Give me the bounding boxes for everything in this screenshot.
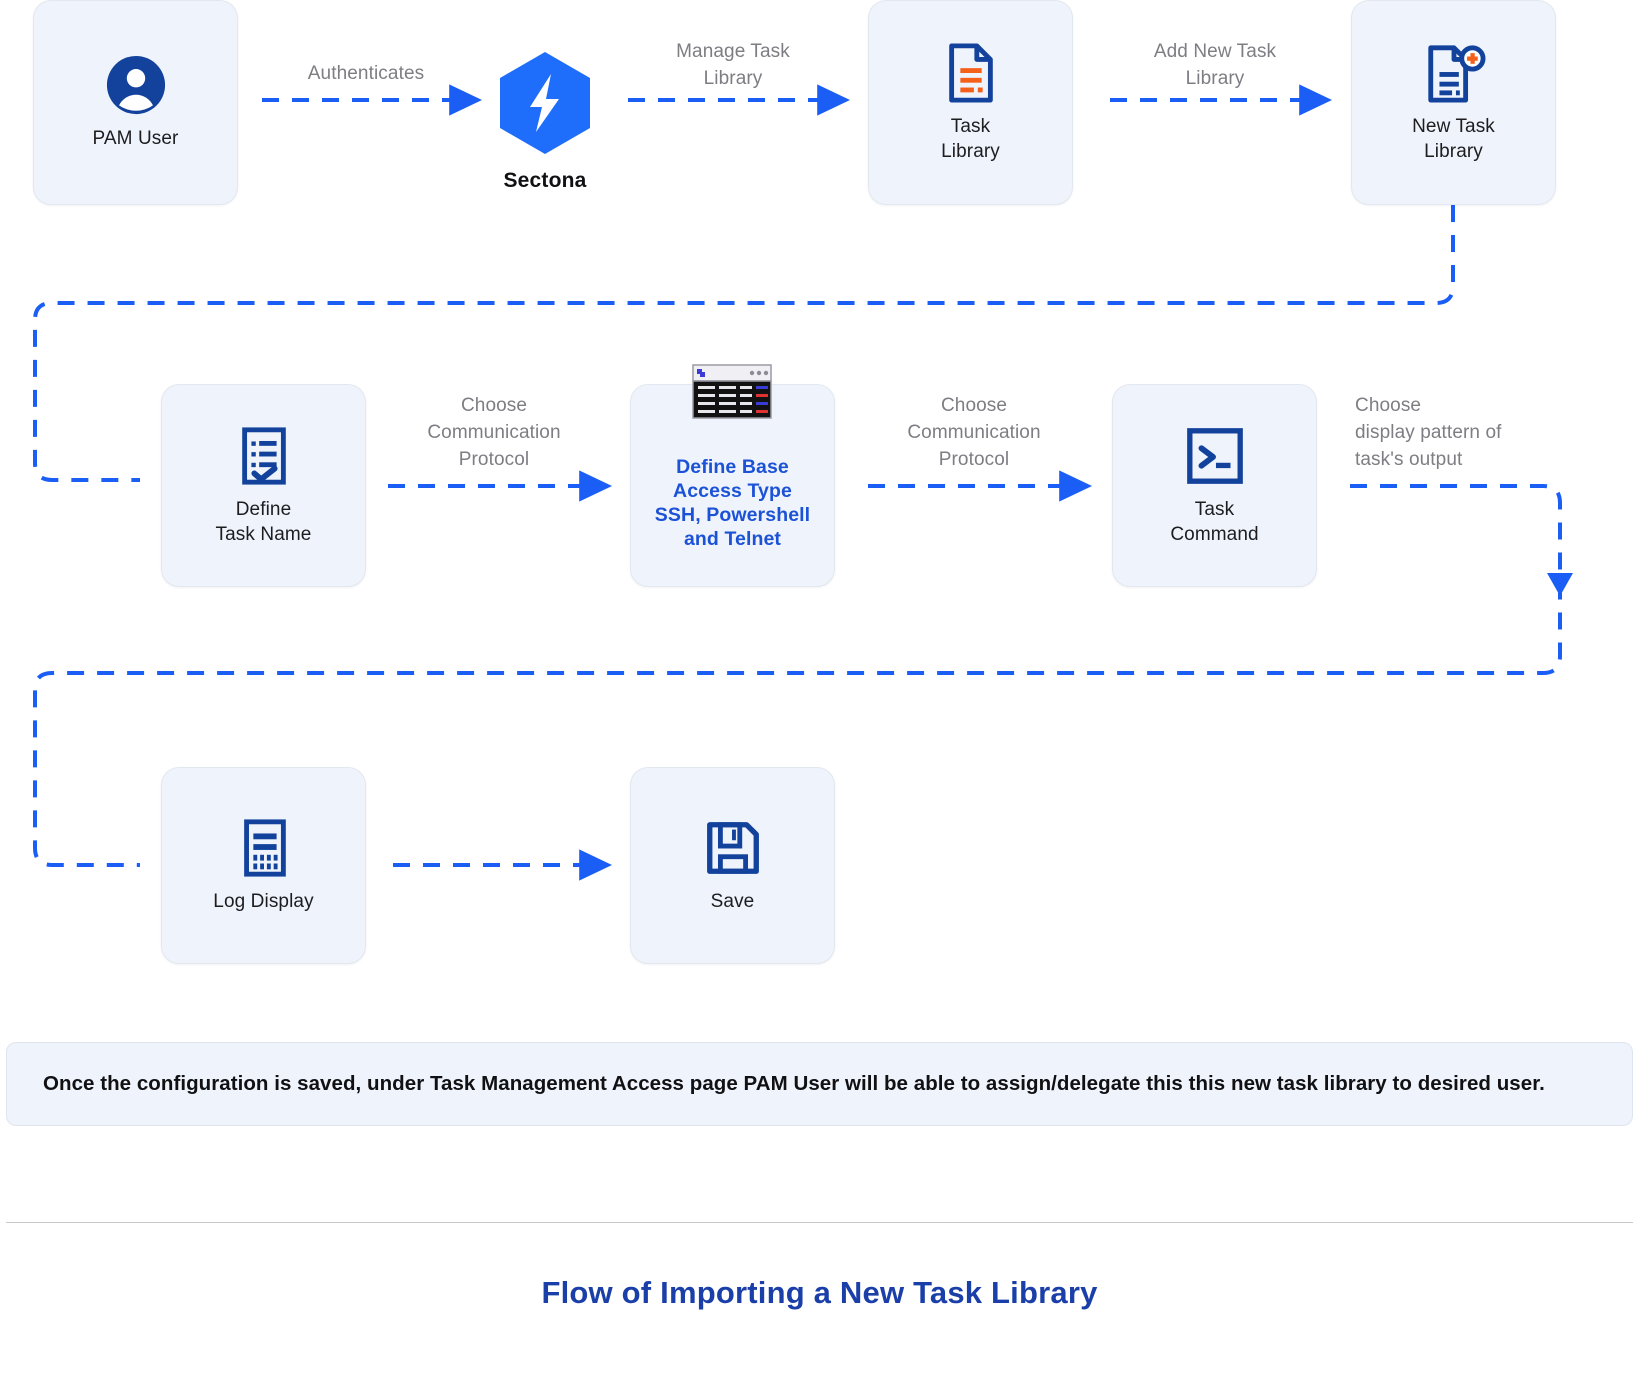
node-define-base-access-type[interactable]: Define Base Access Type SSH, Powershell … — [630, 384, 835, 587]
node-label: Task Command — [1170, 498, 1259, 545]
note-banner: Once the configuration is saved, under T… — [6, 1042, 1633, 1126]
sectona-logo: Sectona — [484, 50, 606, 193]
arrowhead-row2-down — [1547, 573, 1573, 596]
node-label: Define Base Access Type SSH, Powershell … — [654, 455, 811, 550]
edge-label-manage-task-library: Manage Task Library — [676, 41, 790, 89]
node-label: New Task Library — [1412, 115, 1495, 162]
edge-label-choose-protocol-2: Choose Communication Protocol — [907, 395, 1041, 470]
note-text: Once the configuration is saved, under T… — [43, 1072, 1545, 1095]
edge-label-add-new-task-library: Add New Task Library — [1153, 41, 1277, 89]
terminal-window-icon — [692, 364, 772, 420]
node-label: Save — [710, 891, 755, 912]
connector-row2-to-row3 — [33, 484, 1562, 867]
command-prompt-icon — [1184, 425, 1246, 487]
edge-label-choose-protocol-1: Choose Communication Protocol — [427, 395, 561, 470]
node-task-library[interactable]: Task Library — [868, 0, 1073, 205]
diagram-title: Flow of Importing a New Task Library — [541, 1275, 1098, 1310]
node-log-display[interactable]: Log Display — [161, 767, 366, 964]
checklist-icon — [235, 425, 293, 487]
edge-label-choose-display-pattern: Choose display pattern of task's output — [1355, 395, 1502, 470]
document-add-icon — [1420, 42, 1488, 104]
node-define-task-name[interactable]: Define Task Name — [161, 384, 366, 587]
user-avatar-icon — [105, 54, 167, 116]
edge-label-authenticates: Authenticates — [307, 63, 425, 84]
document-list-icon — [941, 42, 1001, 104]
node-task-command[interactable]: Task Command — [1112, 384, 1317, 587]
connector-row1-to-row2 — [33, 205, 1455, 482]
sectona-logo-text: Sectona — [503, 169, 587, 192]
footer-divider — [6, 1222, 1633, 1223]
node-label: PAM User — [92, 128, 179, 149]
node-pam-user[interactable]: PAM User — [33, 0, 238, 205]
node-label: Task Library — [941, 115, 1000, 162]
node-label: Log Display — [213, 891, 314, 912]
log-document-icon — [235, 817, 293, 879]
sectona-hex-bolt-logo — [496, 50, 594, 161]
node-label: Define Task Name — [215, 498, 312, 545]
node-save[interactable]: Save — [630, 767, 835, 964]
node-new-task-library[interactable]: New Task Library — [1351, 0, 1556, 205]
floppy-disk-save-icon — [702, 817, 764, 879]
